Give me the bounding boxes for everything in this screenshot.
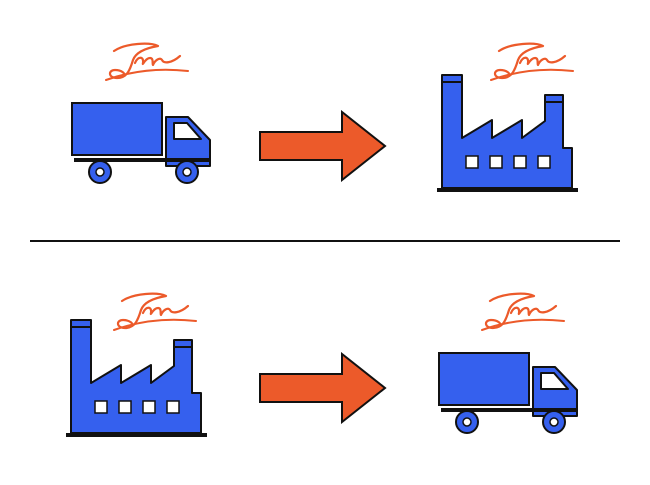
arrow-right-icon <box>258 352 388 424</box>
factory-icon <box>66 310 211 440</box>
signature-mark-icon <box>100 40 190 85</box>
truck-icon <box>70 100 215 185</box>
signature-mark-icon <box>476 290 566 335</box>
divider-line <box>30 240 620 242</box>
arrow-right-icon <box>258 110 388 182</box>
factory-icon <box>437 65 582 195</box>
truck-icon <box>437 350 582 435</box>
